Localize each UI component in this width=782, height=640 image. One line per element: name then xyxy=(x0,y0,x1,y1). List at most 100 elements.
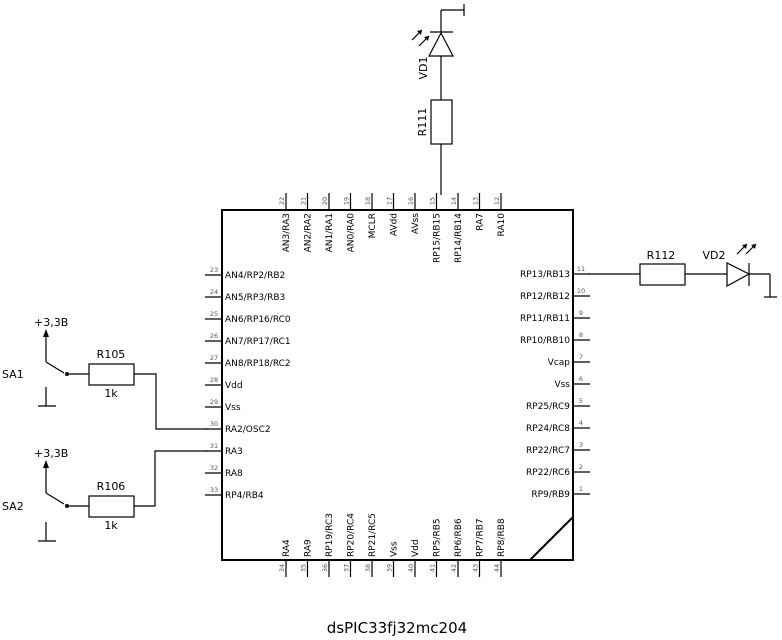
pin-number: 18 xyxy=(364,197,372,205)
pin-number: 20 xyxy=(321,197,329,205)
wire-r105-pin30 xyxy=(134,373,207,430)
pin-label: RP22/RC6 xyxy=(526,468,570,478)
pin-label: RA8 xyxy=(225,469,243,479)
pin-number: 36 xyxy=(321,564,329,572)
pin-number: 4 xyxy=(579,419,583,427)
pin-number: 29 xyxy=(210,398,218,406)
pin-label: RP7/RB7 xyxy=(476,518,486,557)
pin-label: RA2/OSC2 xyxy=(225,425,271,435)
pin-label: AN3/RA3 xyxy=(282,213,292,252)
pin-label: Vss xyxy=(225,403,241,413)
pin-number: 41 xyxy=(429,564,437,572)
pin-label: RP13/RB13 xyxy=(520,270,570,280)
vcc-label-sa1: +3,3B xyxy=(34,316,68,329)
pin-label: Vdd xyxy=(225,381,243,391)
vd2-led xyxy=(726,243,777,298)
r106-label: R106 xyxy=(97,480,126,493)
vd1-led xyxy=(411,4,465,100)
pin-label: RP21/RC5 xyxy=(368,513,378,557)
pin-label: RP10/RB10 xyxy=(520,336,570,346)
pin-number: 12 xyxy=(493,197,501,205)
pin-number: 26 xyxy=(210,332,218,340)
pin-number: 43 xyxy=(472,564,480,572)
pin-label: RP4/RB4 xyxy=(225,491,264,501)
pin-number: 24 xyxy=(210,288,218,296)
pin-label: AVss xyxy=(411,213,421,234)
pin-number: 11 xyxy=(577,265,585,273)
pin-number: 10 xyxy=(577,287,585,295)
r111-resistor xyxy=(430,99,453,145)
pin-number: 34 xyxy=(278,564,286,572)
pin-number: 15 xyxy=(429,197,437,205)
chip-orientation-mark xyxy=(529,516,574,561)
pin-label: RA9 xyxy=(304,539,314,557)
pin-number: 25 xyxy=(210,310,218,318)
pin-number: 30 xyxy=(210,420,218,428)
pin-label: RP12/RB12 xyxy=(520,292,570,302)
pin-label: RA10 xyxy=(497,213,507,237)
pin-number: 9 xyxy=(579,309,583,317)
pin-number: 33 xyxy=(210,486,218,494)
pin-label: RA7 xyxy=(476,213,486,231)
pin-label: AN8/RP18/RC2 xyxy=(225,359,291,369)
pin-label: Vdd xyxy=(411,539,421,557)
sa2-switch xyxy=(38,460,69,542)
wire-r106-pin31 xyxy=(134,450,207,507)
r112-label: R112 xyxy=(647,249,676,262)
pin-number: 8 xyxy=(579,331,583,339)
pin-label: AN5/RP3/RB3 xyxy=(225,293,285,303)
pin-label: RP6/RB6 xyxy=(454,518,464,557)
pin-number: 16 xyxy=(407,197,415,205)
vd1-label: VD1 xyxy=(417,57,430,80)
pin-number: 44 xyxy=(493,564,501,572)
chip-pins-bottom: 34RA435RA936RP19/RC337RP20/RC438RP21/RC5… xyxy=(278,513,507,577)
r106-resistor xyxy=(88,495,135,518)
pin-label: RP19/RC3 xyxy=(325,513,335,557)
pin-label: RP22/RC7 xyxy=(526,446,570,456)
sa2-label: SA2 xyxy=(2,500,24,513)
pin-label: RP11/RB11 xyxy=(520,314,570,324)
pin-number: 32 xyxy=(210,464,218,472)
pin-label: AN7/RP17/RC1 xyxy=(225,337,291,347)
pin-number: 38 xyxy=(364,564,372,572)
pin-label: RP25/RC9 xyxy=(526,402,570,412)
pin-label: AN1/RA1 xyxy=(325,213,335,252)
pin-number: 19 xyxy=(343,197,351,205)
pin-label: RP14/RB14 xyxy=(454,213,464,263)
sa1-label: SA1 xyxy=(2,368,24,381)
r105-value: 1k xyxy=(104,387,118,400)
sa1-switch xyxy=(38,329,69,407)
pin-number: 1 xyxy=(579,485,583,493)
pin-number: 40 xyxy=(407,564,415,572)
pin-number: 6 xyxy=(579,375,583,383)
pin-number: 27 xyxy=(210,354,218,362)
pin-number: 42 xyxy=(450,564,458,572)
pin-number: 31 xyxy=(210,442,218,450)
chip-body xyxy=(221,209,574,561)
vd2-label: VD2 xyxy=(703,249,726,262)
pin-number: 39 xyxy=(386,564,394,572)
pin-number: 13 xyxy=(472,197,480,205)
pin-label: MCLR xyxy=(368,213,378,238)
pin-label: AN4/RP2/RB2 xyxy=(225,271,285,281)
pin-number: 5 xyxy=(579,397,583,405)
r111-label: R111 xyxy=(416,108,429,137)
pin-number: 23 xyxy=(210,266,218,274)
pin-number: 22 xyxy=(278,197,286,205)
pin-label: AN6/RP16/RC0 xyxy=(225,315,291,325)
pin-label: RP24/RC8 xyxy=(526,424,570,434)
r106-value: 1k xyxy=(104,519,118,532)
pin-number: 2 xyxy=(579,463,583,471)
pin-number: 21 xyxy=(300,197,308,205)
pin-label: RA3 xyxy=(225,447,243,457)
pin-label: AN2/RA2 xyxy=(304,213,314,252)
r112-resistor xyxy=(639,263,686,286)
pin-number: 17 xyxy=(386,197,394,205)
pin-number: 35 xyxy=(300,564,308,572)
pin-label: AN0/RA0 xyxy=(347,213,357,253)
pin-label: RP15/RB15 xyxy=(433,213,443,263)
pin-label: RP20/RC4 xyxy=(347,513,357,557)
